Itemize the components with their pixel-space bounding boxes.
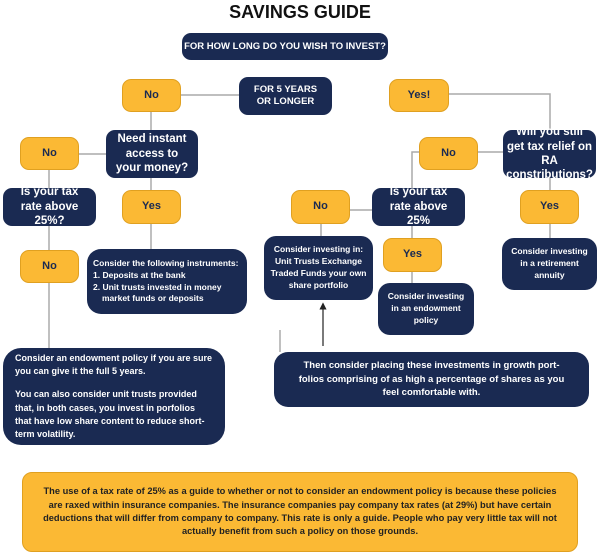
endowment-advice-right: Consider investing in an endowment polic… (378, 283, 474, 335)
advice-paragraph: You can also consider unit trusts provid… (15, 389, 205, 439)
instruments-box: Consider the following instruments: 1. D… (87, 249, 247, 314)
question-tax-rate-right: Is your tax rate above 25% (372, 186, 465, 227)
answer-yes-top: Yes! (389, 79, 449, 112)
instrument-item: 1. Deposits at the bank (93, 269, 186, 280)
connector (449, 93, 551, 130)
connector (411, 151, 419, 188)
question-main: FOR HOW LONG DO YOU WISH TO INVEST? (182, 33, 388, 60)
growth-advice: Then consider placing these investments … (274, 352, 589, 407)
page-title: SAVINGS GUIDE (229, 2, 371, 22)
instruments-heading: Consider the following instruments: (93, 257, 239, 268)
question-tax-rate-left: Is your tax rate above 25%? (3, 186, 96, 227)
answer-no-top: No (122, 79, 181, 112)
answer-yes-tax-right: Yes (383, 238, 442, 272)
answer-no-instant: No (20, 137, 79, 170)
footnote-box: The use of a tax rate of 25% as a guide … (22, 472, 578, 552)
question-ra-relief: Will you still get tax relief on RA cons… (503, 126, 596, 181)
retirement-annuity-advice: Consider investing in a retirement annui… (502, 238, 597, 290)
answer-no-ra: No (419, 137, 478, 170)
option-long: FOR 5 YEARS OR LONGER (239, 77, 332, 115)
answer-yes-instant: Yes (122, 190, 181, 224)
endowment-advice-left: Consider an endowment policy if you are … (3, 348, 225, 445)
advice-paragraph: Consider an endowment policy if you are … (15, 353, 213, 377)
instrument-item: 2. Unit trusts invested in money market … (93, 281, 222, 304)
answer-no-tax-left: No (20, 250, 79, 283)
answer-no-tax-right: No (291, 190, 350, 224)
unit-trusts-advice: Consider investing in: Unit Trusts Excha… (264, 236, 373, 300)
answer-yes-ra: Yes (520, 190, 579, 224)
question-instant-access: Need instant access to your money? (106, 130, 198, 178)
